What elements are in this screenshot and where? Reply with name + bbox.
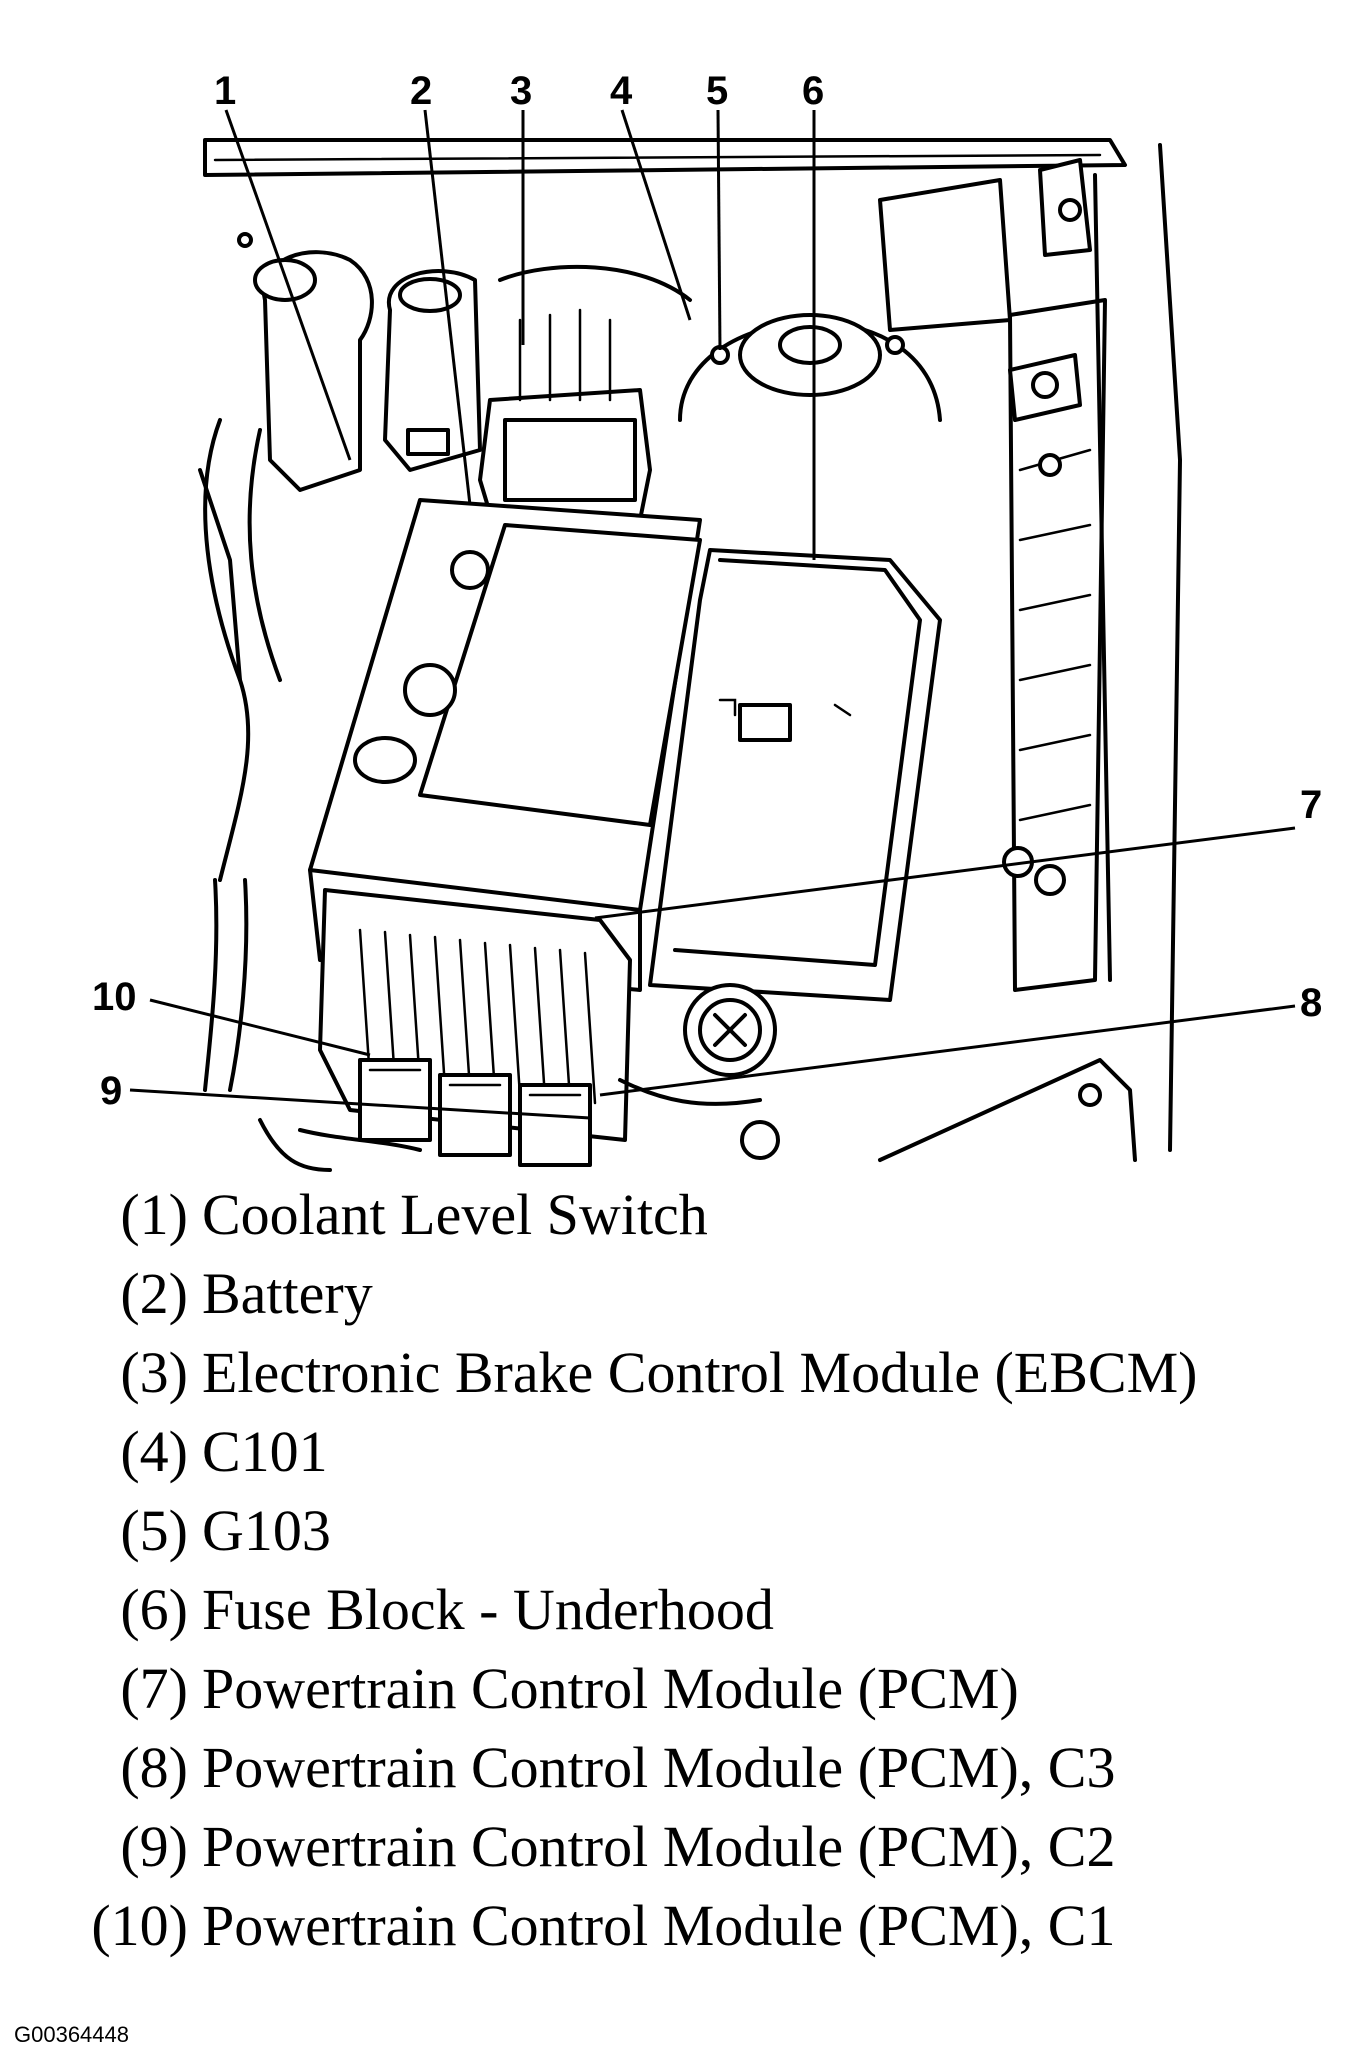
legend-item: (8) Powertrain Control Module (PCM), C3 — [70, 1728, 1320, 1807]
callout-3: 3 — [510, 69, 532, 113]
callout-9: 9 — [100, 1069, 122, 1113]
engine-bay-drawing — [198, 138, 1182, 1172]
legend-item: (1) Coolant Level Switch — [70, 1175, 1320, 1254]
legend-number: (9) — [120, 1814, 188, 1879]
legend-item: (6) Fuse Block - Underhood — [70, 1570, 1320, 1649]
callout-1: 1 — [214, 69, 236, 113]
callout-2: 2 — [410, 69, 432, 113]
callout-8: 8 — [1300, 981, 1322, 1025]
legend-number: (8) — [120, 1735, 188, 1800]
legend-label: G103 — [202, 1498, 331, 1563]
legend-item: (7) Powertrain Control Module (PCM) — [70, 1649, 1320, 1728]
legend-label: Powertrain Control Module (PCM) — [202, 1656, 1019, 1721]
legend-item: (3) Electronic Brake Control Module (EBC… — [70, 1333, 1320, 1412]
legend-number: (6) — [120, 1577, 188, 1642]
legend-label: Powertrain Control Module (PCM), C3 — [202, 1735, 1116, 1800]
legend-item: (5) G103 — [70, 1491, 1320, 1570]
leader-lines — [129, 109, 1296, 1120]
component-legend: (1) Coolant Level Switch (2) Battery (3)… — [70, 1175, 1320, 1965]
legend-label: Powertrain Control Module (PCM), C2 — [202, 1814, 1116, 1879]
legend-number: (2) — [120, 1261, 188, 1326]
legend-label: Battery — [202, 1261, 373, 1326]
callout-7: 7 — [1300, 783, 1322, 827]
legend-number: (5) — [120, 1498, 188, 1563]
legend-number: (3) — [120, 1340, 188, 1405]
callout-10: 10 — [92, 975, 137, 1019]
legend-item: (4) C101 — [70, 1412, 1320, 1491]
legend-number: (7) — [120, 1656, 188, 1721]
legend-number: (1) — [120, 1182, 188, 1247]
legend-label: Electronic Brake Control Module (EBCM) — [202, 1340, 1198, 1405]
legend-label: Fuse Block - Underhood — [202, 1577, 774, 1642]
callout-numbers: 1 2 3 4 5 6 7 8 9 10 — [92, 69, 1322, 1113]
legend-label: Powertrain Control Module (PCM), C1 — [202, 1893, 1116, 1958]
legend-label: Coolant Level Switch — [202, 1182, 708, 1247]
callout-5: 5 — [706, 69, 728, 113]
legend-label: C101 — [202, 1419, 328, 1484]
legend-number: (4) — [120, 1419, 188, 1484]
legend-item: (10) Powertrain Control Module (PCM), C1 — [70, 1886, 1320, 1965]
callout-4: 4 — [610, 69, 633, 113]
legend-item: (2) Battery — [70, 1254, 1320, 1333]
legend-item: (9) Powertrain Control Module (PCM), C2 — [70, 1807, 1320, 1886]
legend-number: (10) — [91, 1893, 188, 1958]
figure-id: G00364448 — [14, 2022, 129, 2047]
callout-6: 6 — [802, 69, 824, 113]
